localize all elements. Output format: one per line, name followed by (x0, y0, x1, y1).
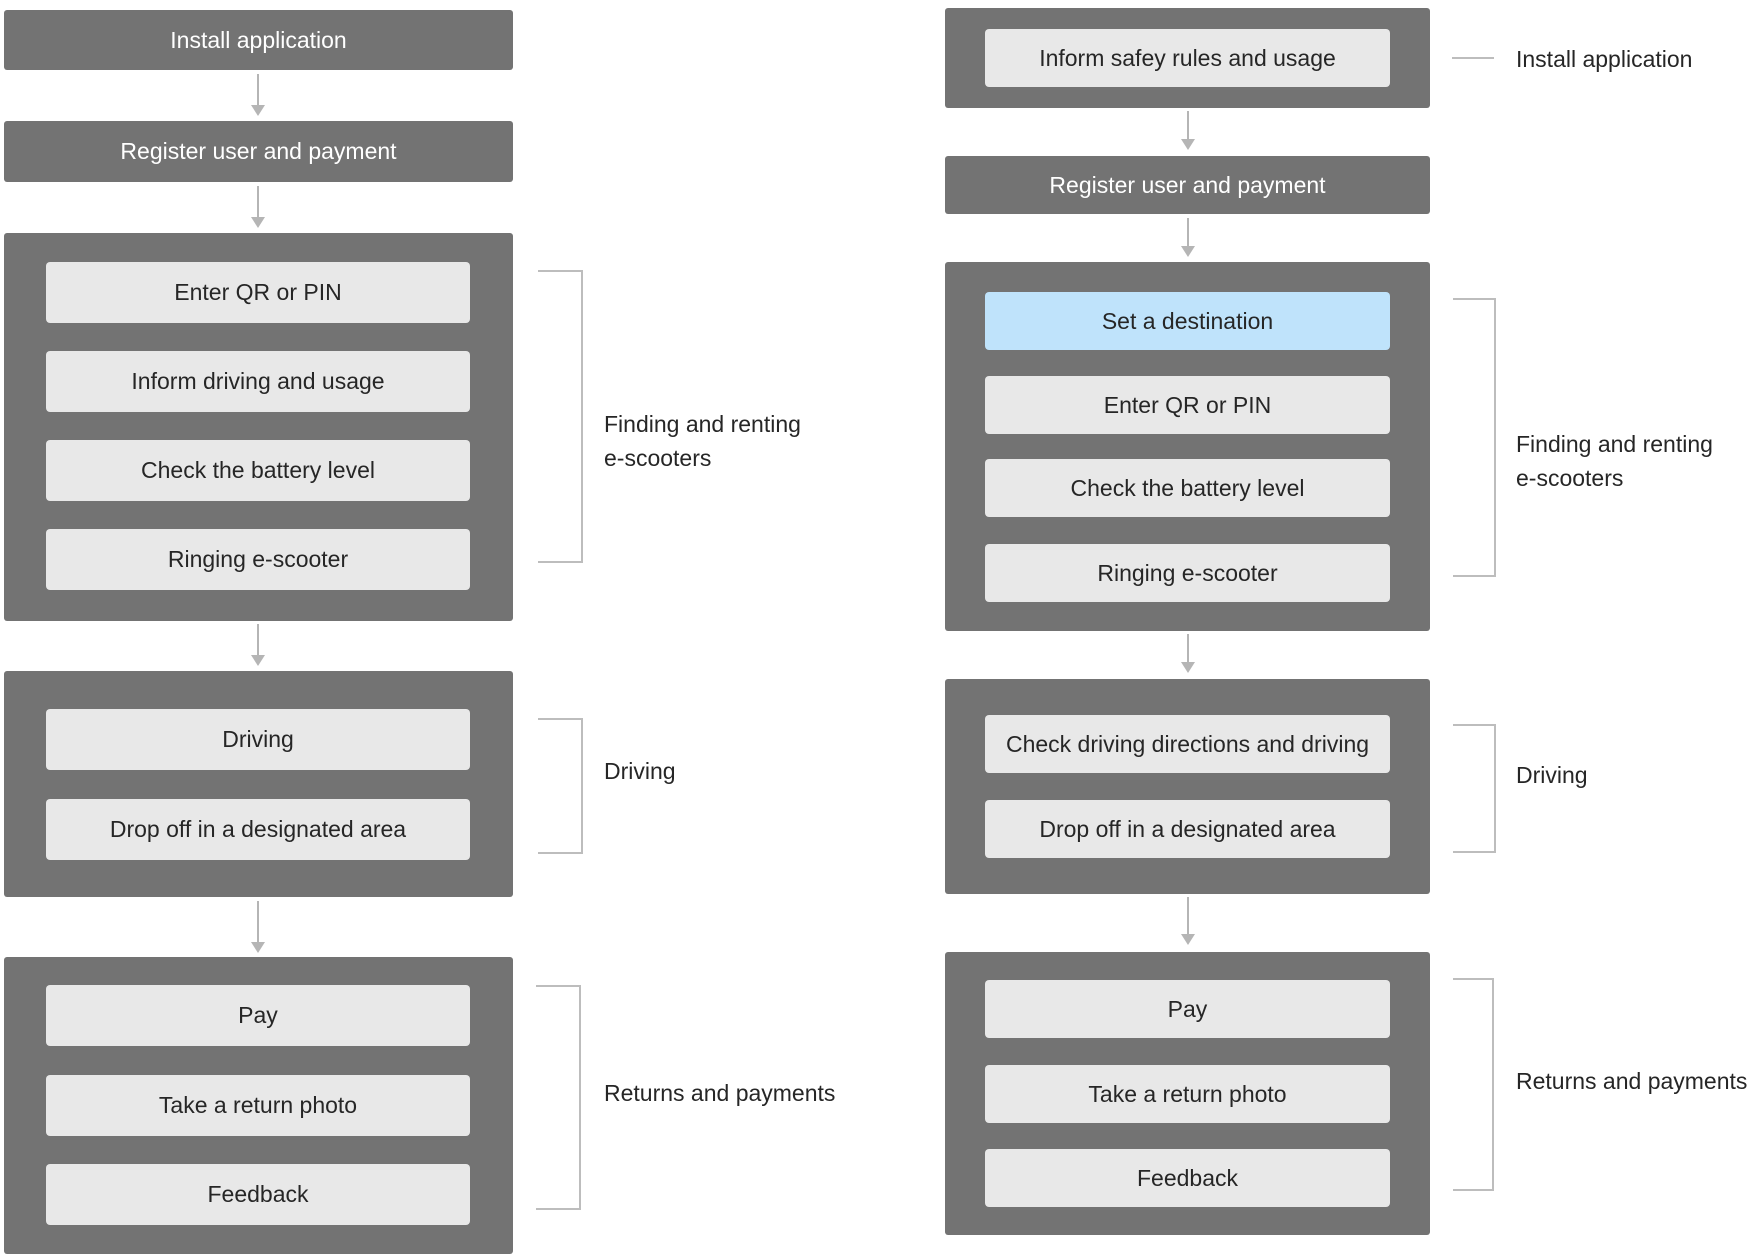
left-register-box: Register user and payment (4, 121, 513, 182)
right-returns-bracket (1453, 978, 1494, 1191)
left-step-check-battery: Check the battery level (46, 440, 470, 501)
right-driving-label: Driving (1516, 762, 1588, 788)
left-step-return-photo: Take a return photo (46, 1075, 470, 1136)
right-finding-bracket (1453, 298, 1496, 577)
left-step-inform-driving: Inform driving and usage (46, 351, 470, 412)
left-returns-label: Returns and payments (604, 1080, 836, 1106)
right-install-group: Inform safey rules and usage (945, 8, 1430, 108)
right-install-connector (1452, 57, 1494, 59)
left-arrow-1 (251, 74, 265, 116)
right-install-label: Install application (1516, 46, 1693, 72)
left-finding-bracket (538, 270, 583, 563)
right-register-label: Register user and payment (1049, 171, 1326, 198)
right-step-check-directions: Check driving directions and driving (985, 715, 1390, 773)
left-step-enter-qr: Enter QR or PIN (46, 262, 470, 323)
right-step-inform-safety: Inform safey rules and usage (985, 29, 1390, 87)
left-arrow-4 (251, 901, 265, 953)
left-step-ringing: Ringing e-scooter (46, 529, 470, 590)
left-register-label: Register user and payment (120, 138, 397, 164)
left-driving-label: Driving (604, 758, 676, 784)
left-install-box: Install application (4, 10, 513, 70)
left-install-label: Install application (170, 26, 347, 53)
right-arrow-4 (1181, 897, 1195, 945)
right-step-set-destination: Set a destination (985, 292, 1390, 350)
left-arrow-2 (251, 186, 265, 228)
right-returns-label: Returns and payments (1516, 1068, 1748, 1094)
right-returns-group: Pay Take a return photo Feedback (945, 952, 1430, 1235)
right-step-pay: Pay (985, 980, 1390, 1038)
left-step-driving: Driving (46, 709, 470, 770)
left-returns-bracket (536, 985, 581, 1210)
right-arrow-1 (1181, 111, 1195, 150)
right-step-enter-qr: Enter QR or PIN (985, 376, 1390, 434)
right-step-feedback: Feedback (985, 1149, 1390, 1207)
left-step-feedback: Feedback (46, 1164, 470, 1225)
right-step-return-photo: Take a return photo (985, 1065, 1390, 1123)
left-driving-group: Driving Drop off in a designated area (4, 671, 513, 897)
right-arrow-2 (1181, 218, 1195, 257)
left-driving-bracket (538, 718, 583, 854)
left-step-drop-off: Drop off in a designated area (46, 799, 470, 860)
right-step-ringing: Ringing e-scooter (985, 544, 1390, 602)
left-arrow-3 (251, 624, 265, 666)
right-finding-label: Finding and renting e-scooters (1516, 431, 1713, 491)
right-driving-group: Check driving directions and driving Dro… (945, 679, 1430, 894)
left-finding-group: Enter QR or PIN Inform driving and usage… (4, 233, 513, 621)
right-register-box: Register user and payment (945, 156, 1430, 214)
left-step-pay: Pay (46, 985, 470, 1046)
right-finding-group: Set a destination Enter QR or PIN Check … (945, 262, 1430, 631)
right-step-drop-off: Drop off in a designated area (985, 800, 1390, 858)
left-returns-group: Pay Take a return photo Feedback (4, 957, 513, 1254)
right-driving-bracket (1453, 724, 1496, 853)
right-arrow-3 (1181, 634, 1195, 673)
left-finding-label: Finding and renting e-scooters (604, 411, 801, 471)
right-step-check-battery: Check the battery level (985, 459, 1390, 517)
